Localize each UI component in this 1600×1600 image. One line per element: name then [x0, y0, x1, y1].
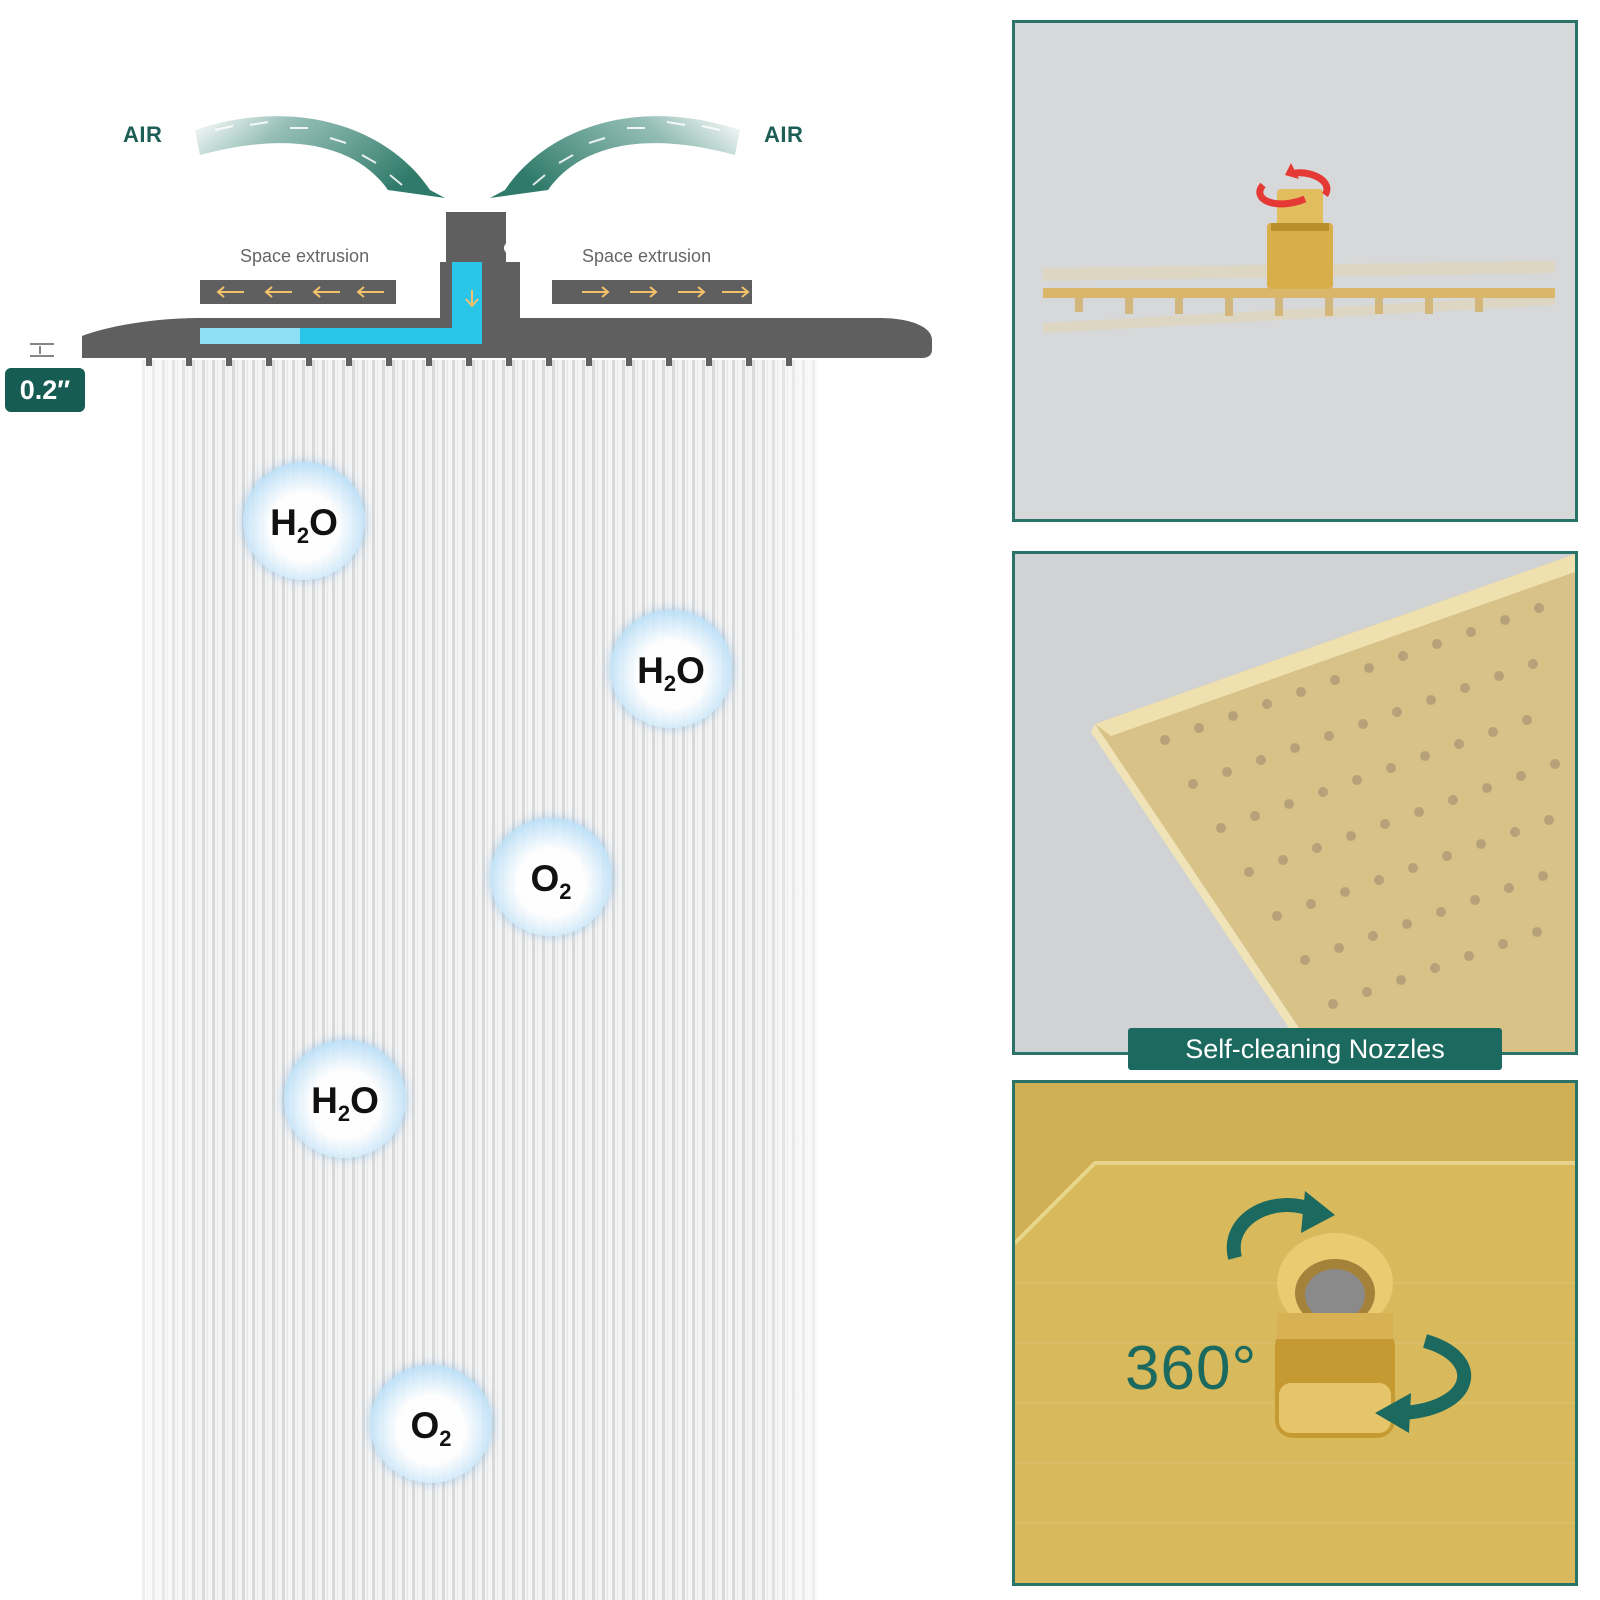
molecule-base: O	[410, 1405, 440, 1446]
molecule-bubble: H2O	[610, 610, 732, 728]
air-arrow-right-icon	[490, 116, 740, 198]
space-extrusion-label-left: Space extrusion	[240, 246, 370, 266]
molecule-base: H	[637, 650, 664, 691]
inlet-fitting	[446, 212, 506, 264]
molecule-subscript: 2	[559, 879, 572, 904]
molecule-base: O	[530, 858, 560, 899]
thickness-badge: 0.2″	[5, 368, 85, 412]
air-label-right: AIR	[764, 122, 804, 147]
nozzle-plate-graphic	[1091, 554, 1575, 1052]
molecule-base: H	[270, 502, 297, 543]
thickness-marker-icon	[30, 343, 54, 357]
rotate-arrow-icon	[1256, 182, 1307, 208]
diagram-graphic	[30, 116, 932, 1600]
molecule-base: H	[311, 1080, 338, 1121]
air-arrow-left-icon	[195, 116, 445, 198]
molecule-bubble: H2O	[284, 1040, 406, 1158]
molecule-subscript: 2	[663, 671, 677, 696]
molecule-tail: O	[309, 502, 338, 543]
airflow-diagram: AIR AIR Space extrusion Space extrusion …	[5, 116, 932, 1600]
molecule-subscript: 2	[296, 523, 310, 548]
rotate-arrow-icon	[1402, 1334, 1472, 1420]
molecule-bubble: O2	[490, 818, 612, 936]
space-extrusion-label-right: Space extrusion	[582, 246, 712, 266]
self-cleaning-caption: Self-cleaning Nozzles	[1128, 1028, 1502, 1070]
rotation-label: 360°	[1125, 1334, 1258, 1403]
nozzles-closeup-photo	[1012, 551, 1578, 1055]
side-profile-photo	[1012, 20, 1578, 522]
molecule-bubble: O2	[370, 1365, 492, 1483]
molecule-subscript: 2	[337, 1101, 351, 1126]
swivel-joint-graphic	[1015, 1083, 1575, 1583]
molecule-bubble: H2O	[243, 462, 365, 580]
swivel-joint-photo: 360°	[1012, 1080, 1578, 1586]
molecule-tail: O	[676, 650, 705, 691]
rotate-arrow-icon	[1226, 1198, 1318, 1260]
shower-head-side-graphic	[1043, 163, 1555, 333]
air-label-left: AIR	[123, 122, 163, 147]
molecule-subscript: 2	[439, 1426, 452, 1451]
molecule-tail: O	[350, 1080, 379, 1121]
